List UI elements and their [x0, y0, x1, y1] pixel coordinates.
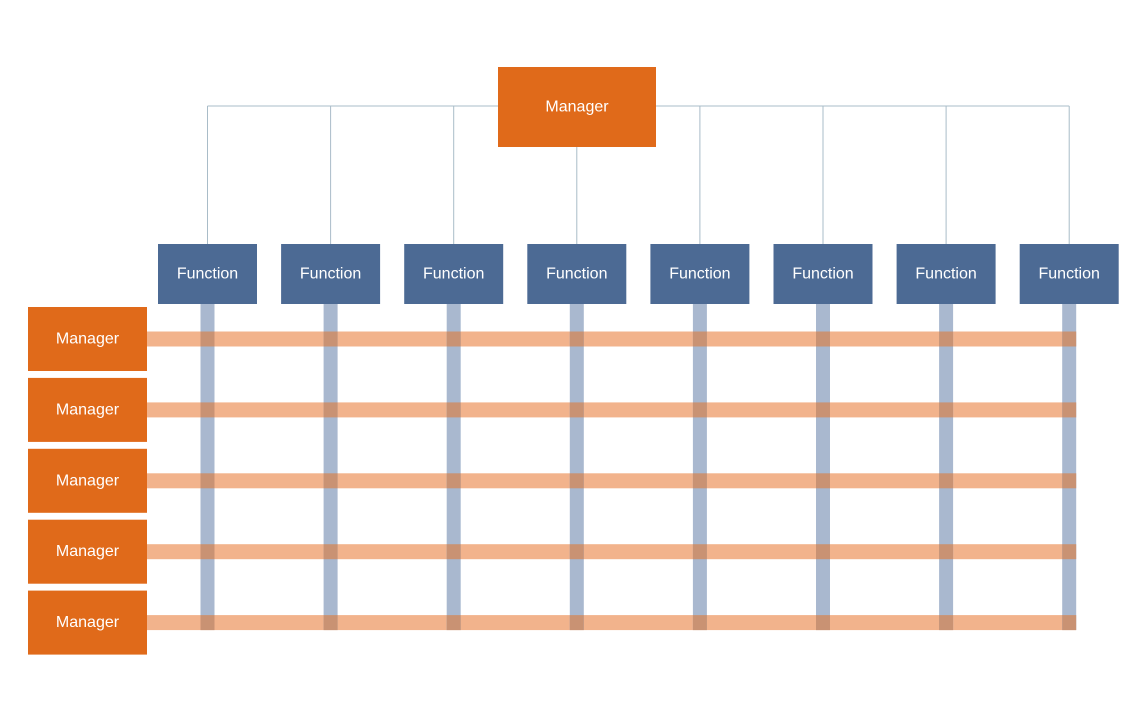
band-intersection [569, 331, 584, 347]
row-manager-box[interactable]: Manager [28, 519, 147, 584]
row-manager-box-label: Manager [56, 543, 120, 560]
band-intersection [323, 615, 338, 631]
row-band [147, 615, 1076, 631]
column-band [569, 304, 584, 630]
band-intersection [816, 473, 830, 489]
row-manager-box-label: Manager [56, 472, 120, 489]
function-box[interactable]: Function [158, 244, 257, 304]
function-box[interactable]: Function [527, 244, 627, 304]
row-manager-box-shape [28, 590, 147, 655]
band-intersection [939, 473, 954, 489]
function-box-shape [527, 244, 627, 304]
band-intersection [816, 331, 830, 347]
band-intersection [446, 615, 461, 631]
band-intersection [939, 544, 954, 560]
function-box-label: Function [915, 266, 976, 283]
function-box-label: Function [1039, 266, 1100, 283]
band-intersection [446, 473, 461, 489]
band-intersection [569, 615, 584, 631]
row-band [147, 331, 1076, 347]
function-box-shape [158, 244, 257, 304]
function-box-shape [281, 244, 381, 304]
function-box-shape [896, 244, 996, 304]
band-intersection [1062, 473, 1077, 489]
band-intersection [816, 615, 830, 631]
row-manager-box[interactable]: Manager [28, 590, 147, 655]
row-manager-box[interactable]: Manager [28, 307, 147, 371]
function-box[interactable]: Function [404, 244, 504, 304]
band-intersection [1062, 331, 1077, 347]
function-box[interactable]: Function [896, 244, 996, 304]
row-manager-box[interactable]: Manager [28, 377, 147, 442]
row-manager-box-shape [28, 448, 147, 513]
band-intersection [816, 402, 830, 418]
band-intersection [692, 331, 707, 347]
band-intersection [569, 544, 584, 560]
band-intersection [816, 544, 830, 560]
column-band [816, 304, 830, 630]
function-box-label: Function [423, 266, 484, 283]
column-band [692, 304, 707, 630]
function-box-label: Function [669, 266, 730, 283]
top-manager-box[interactable]: Manager [498, 67, 656, 147]
row-manager-box-label: Manager [56, 331, 120, 348]
column-band [446, 304, 461, 630]
band-intersection [323, 544, 338, 560]
row-manager-box[interactable]: Manager [28, 448, 147, 513]
band-intersection [323, 402, 338, 418]
band-intersection [939, 402, 954, 418]
function-box-label: Function [792, 266, 853, 283]
function-box[interactable]: Function [650, 244, 750, 304]
row-manager-box-shape [28, 519, 147, 584]
band-intersection [692, 544, 707, 560]
band-intersection [446, 544, 461, 560]
row-manager-box-label: Manager [56, 401, 120, 418]
function-box-shape [773, 244, 873, 304]
function-box-shape [404, 244, 504, 304]
band-intersection [200, 473, 215, 489]
band-intersection [692, 402, 707, 418]
top-manager-box-shape [498, 67, 656, 147]
band-intersection [446, 402, 461, 418]
row-band [147, 402, 1076, 418]
function-box-label: Function [546, 266, 607, 283]
band-intersection [692, 473, 707, 489]
band-intersection [569, 402, 584, 418]
band-intersection [200, 402, 215, 418]
function-box-shape [1019, 244, 1119, 304]
function-box[interactable]: Function [281, 244, 381, 304]
function-box-shape [650, 244, 750, 304]
band-intersection [200, 544, 215, 560]
band-intersection [323, 331, 338, 347]
top-manager-box-label: Manager [545, 99, 609, 116]
band-intersection [939, 331, 954, 347]
row-band [147, 544, 1076, 560]
row-manager-box-shape [28, 377, 147, 442]
band-intersection [1062, 402, 1077, 418]
band-intersection [692, 615, 707, 631]
column-band [323, 304, 338, 630]
band-intersection [446, 331, 461, 347]
function-box-label: Function [300, 266, 361, 283]
function-box[interactable]: Function [773, 244, 873, 304]
band-intersection [1062, 544, 1077, 560]
band-intersection [200, 331, 215, 347]
matrix-bands [147, 304, 1077, 631]
row-band [147, 473, 1076, 489]
column-band [200, 304, 215, 630]
function-box[interactable]: Function [1019, 244, 1119, 304]
column-band [1062, 304, 1077, 630]
band-intersection [200, 615, 215, 631]
band-intersection [569, 473, 584, 489]
band-intersection [323, 473, 338, 489]
band-intersection [939, 615, 954, 631]
band-intersection [1062, 615, 1077, 631]
row-manager-box-label: Manager [56, 614, 120, 631]
row-manager-box-shape [28, 307, 147, 371]
function-box-label: Function [177, 266, 238, 283]
column-band [939, 304, 954, 630]
